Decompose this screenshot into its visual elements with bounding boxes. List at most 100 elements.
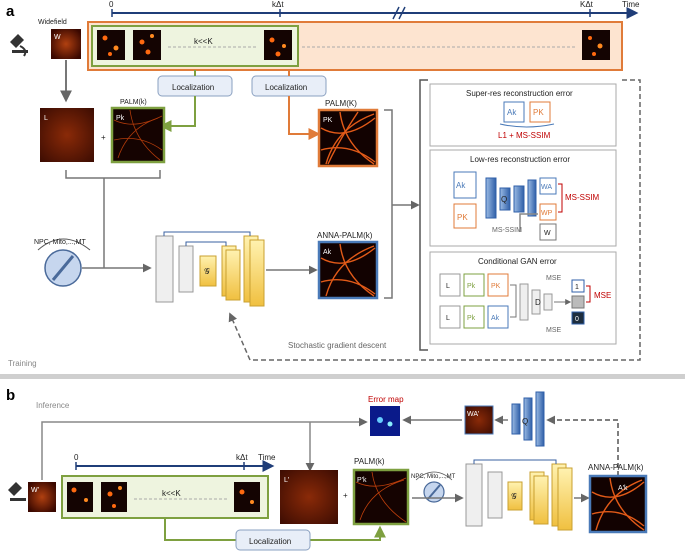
- anna-label-a: ANNA-PALM(k): [317, 231, 373, 240]
- d-symbol: D: [535, 298, 541, 307]
- low-res-tag: L: [44, 115, 48, 122]
- superres-formula: L1 + MS-SSIM: [498, 131, 551, 140]
- lowres-input-a-box: [453, 171, 477, 199]
- low-res-image: [40, 108, 94, 162]
- w-label: W: [544, 230, 551, 237]
- context-label-a: NPC, Mito,...,MT: [34, 239, 86, 246]
- wa-prime-tag: WA': [467, 411, 479, 418]
- localization-left-label: Localization: [172, 83, 214, 92]
- context-dial-icon-b: [415, 471, 453, 503]
- wa-box: [539, 177, 557, 195]
- time-b-mid: kΔt: [236, 453, 248, 462]
- lowres-msssim-bottom: MS-SSIM: [492, 227, 522, 234]
- anna-label-b: ANNA-PALM(k): [588, 463, 644, 472]
- time-label: Time: [622, 0, 640, 9]
- inference-label: Inference: [36, 401, 70, 410]
- gan-row1-PK: PK: [491, 283, 501, 290]
- gan-row-2: [439, 305, 509, 329]
- gan-row2-pk: Pk: [467, 315, 476, 322]
- q-network-b: [511, 391, 545, 447]
- widefield-label: Widefield: [38, 19, 67, 26]
- plus-b: +: [343, 491, 348, 500]
- panel-separator: [0, 374, 685, 379]
- lowres-input-b: PK: [457, 213, 468, 222]
- wp-label: WP: [541, 210, 553, 217]
- sgd-label: Stochastic gradient descent: [288, 341, 387, 350]
- time-b-label: Time: [258, 453, 276, 462]
- gan-title: Conditional GAN error: [478, 257, 557, 266]
- widefield-tag-b: W': [31, 487, 39, 494]
- generator-network-b: [465, 459, 573, 531]
- wa-prime-image: [464, 405, 494, 435]
- time-axis-a: 0 kΔt KΔt Time: [109, 0, 640, 20]
- localization-box-b: [235, 529, 311, 551]
- frame-thumbnails-b: [67, 482, 260, 512]
- time-start: 0: [109, 0, 114, 9]
- plus-a: +: [101, 133, 106, 142]
- time-axis-b: 0 kΔt Time: [74, 453, 276, 472]
- q-symbol-a: Q: [501, 195, 507, 204]
- anna-tag-a: Ak: [323, 249, 332, 256]
- lowres-input-b-box: [453, 203, 477, 229]
- low-res-tag-b: L': [284, 477, 289, 484]
- lowres-title: Low-res reconstruction error: [470, 155, 570, 164]
- partial-frame-stack-b: [61, 475, 269, 519]
- generator-symbol-a: 𝒢: [204, 267, 210, 276]
- context-dial-icon: [37, 238, 91, 287]
- gan-row1-l: L: [446, 283, 450, 290]
- gan-row-1: [439, 273, 509, 297]
- gan-mse-right: MSE: [594, 291, 611, 300]
- widefield-image-b: [28, 482, 56, 512]
- partial-frame-stack: [91, 25, 299, 67]
- lowres-input-a: Ak: [456, 181, 466, 190]
- gan-mse-bottom: MSE: [546, 327, 562, 334]
- error-map-image: [370, 406, 400, 436]
- palm-tag-b: P'k: [357, 477, 367, 484]
- stack-label-a: k<<K: [194, 37, 213, 46]
- wp-box: [539, 203, 557, 221]
- gan-row2-l: L: [446, 315, 450, 322]
- q-symbol-b: Q: [522, 417, 528, 426]
- generator-network-a: [155, 231, 265, 307]
- gan-zero-box: [571, 311, 585, 325]
- palm-k-tag: Pk: [116, 115, 125, 122]
- superres-b-box: [529, 101, 551, 123]
- microscope-icon: [10, 34, 28, 57]
- gan-out-one: 1: [575, 284, 579, 291]
- localization-right-label: Localization: [265, 83, 307, 92]
- w-box: [539, 223, 557, 241]
- training-label: Training: [8, 359, 37, 368]
- gan-row1-pk: Pk: [467, 283, 476, 290]
- generator-symbol-b: 𝒢: [511, 492, 517, 501]
- localization-label-b: Localization: [249, 537, 291, 546]
- time-b-start: 0: [74, 453, 79, 462]
- palm-K-label: PALM(K): [325, 99, 357, 108]
- low-res-image-b: [280, 470, 338, 524]
- palm-K-tag: PK: [323, 117, 333, 124]
- time-mid: kΔt: [272, 0, 284, 9]
- gan-prob-box: [571, 295, 585, 309]
- palm-label-b: PALM(k): [354, 457, 385, 466]
- panel-a-letter: a: [6, 3, 15, 20]
- superres-title: Super-res reconstruction error: [466, 89, 573, 98]
- gan-out-zero: 0: [575, 316, 579, 323]
- lowres-msssim-right: MS-SSIM: [565, 193, 600, 202]
- gan-one-box: [571, 279, 585, 293]
- superres-b: PK: [533, 108, 544, 117]
- stack-label-b: k<<K: [162, 489, 181, 498]
- context-label-b: NPC, Mito,...,MT: [411, 474, 456, 480]
- q-network: [485, 177, 537, 219]
- wa-label: WA: [541, 184, 552, 191]
- gan-row2-ak: Ak: [491, 315, 500, 322]
- superres-a: Ak: [507, 108, 517, 117]
- error-map-label: Error map: [368, 395, 404, 404]
- widefield-image: [51, 29, 81, 59]
- frame-thumbnails: [97, 30, 610, 60]
- gan-mse-top: MSE: [546, 275, 562, 282]
- widefield-tag: W: [54, 34, 61, 41]
- discriminator-network: [519, 283, 553, 321]
- panel-b-letter: b: [6, 387, 15, 404]
- palm-k-label: PALM(k): [120, 99, 147, 106]
- microscope-icon-b: [8, 482, 26, 501]
